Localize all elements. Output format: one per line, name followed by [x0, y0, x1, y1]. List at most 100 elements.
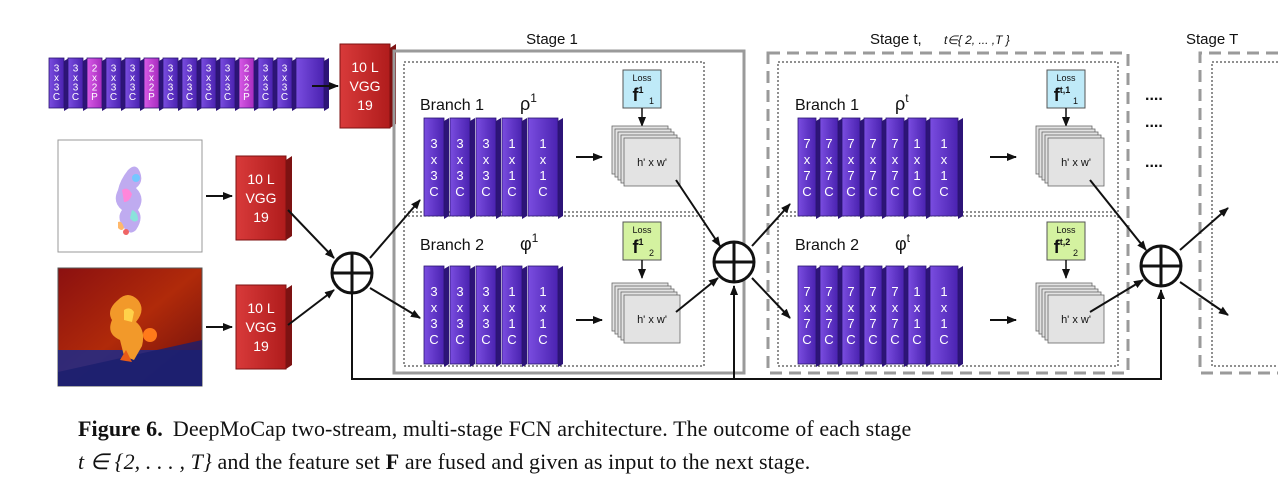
staget-output-1: h' x w' [1035, 125, 1105, 187]
stage1-branch1-layer-3-char: 1 [508, 168, 515, 183]
input-layer-1-char: x [73, 73, 78, 84]
vgg-box-reflector-text: VGG [245, 190, 276, 206]
stage1-branch2-layer-0-char: x [431, 300, 438, 315]
stage1-branch2-label: Branch 2 [420, 237, 484, 254]
input-layer-9-char: 3 [225, 83, 231, 94]
staget-branch2-layer-1-char: x [826, 300, 833, 315]
stage-t-container: Stage t, t∈{ 2, ... ,T } [766, 31, 1130, 375]
input-layer-0-char: 3 [54, 83, 60, 94]
stage1-branch1-layer-4-char: 1 [539, 136, 546, 151]
stage1-branch1-layer-3-char: C [507, 184, 516, 199]
stage1-branch2-layer-4-char: 1 [539, 316, 546, 331]
svg-text:2: 2 [649, 248, 654, 258]
stage1-branch2-layer-2-char: 3 [482, 284, 489, 299]
input-layer-0-char: C [53, 92, 60, 103]
staget-branch2-layer-5-char: 1 [913, 316, 920, 331]
input-layer-5-char: 2 [149, 83, 155, 94]
staget-branch2-layer-3-char: C [868, 332, 877, 347]
input-layer-11-char: 3 [263, 64, 269, 75]
staget-branch2-layer-4-char: 7 [891, 284, 898, 299]
staget-branch1-label: Branch 1 [795, 97, 859, 114]
stage-T-title: Stage T [1186, 31, 1238, 48]
vgg-box-depth-text: VGG [245, 319, 276, 335]
stage1-branch2-layer-2-char: 3 [482, 316, 489, 331]
stage1-branch1-layer-3-char: x [509, 152, 516, 167]
staget-branch2-layer-3-char: x [870, 300, 877, 315]
stage1-branch2-layer-3-char: 1 [508, 316, 515, 331]
connection-arrows [206, 82, 1229, 380]
stage1-branch1-layer-1-char: 3 [456, 136, 463, 151]
staget-branch2-layer-0-char: 7 [803, 316, 810, 331]
caption-text-2b: are fused and given as input to the next… [404, 449, 811, 474]
stage1-branch1-layer-2-char: x [483, 152, 490, 167]
output-maps: h' x w'h' x w'h' x w'h' x w' [611, 125, 1105, 344]
staget-branch1-layer-2-char: 7 [847, 136, 854, 151]
input-layer-11-char: C [262, 92, 269, 103]
stage1-branch2-layer-1-char: x [457, 300, 464, 315]
input-layer-1-char: 3 [73, 64, 79, 75]
stage-1-title: Stage 1 [526, 31, 578, 48]
branch-layer-stacks: 3x3C3x3C3x3C1x1C1x1C3x3C3x3C3x3C1x1C1x1C… [423, 117, 963, 367]
vgg-box-top-text: 19 [357, 97, 373, 113]
staget-branch2-layer-0-char: C [802, 332, 811, 347]
stage1-branch1-layer-2-char: 3 [482, 136, 489, 151]
stage1-branch2-layer-3-char: x [509, 300, 516, 315]
input-layer-stack: 3x3C3x3C2x2P3x3C3x3C2x2P3x3C3x3C3x3C3x3C… [48, 57, 329, 111]
input-layer-11-char: x [263, 73, 268, 84]
staget-branch1-layer-5-char: C [912, 184, 921, 199]
input-layer-7-char: x [187, 73, 192, 84]
staget-branch2-label: Branch 2 [795, 237, 859, 254]
staget-branch2-layer-2-char: x [848, 300, 855, 315]
stage1-branch1-layer-1-char: x [457, 152, 464, 167]
stage1-branch1-layer-1-char: C [455, 184, 464, 199]
input-layer-10-char: 2 [244, 83, 250, 94]
ellipsis-3: .... [1145, 154, 1163, 171]
input-layer-0-char: x [54, 73, 59, 84]
staget-branch2-layer-4-char: 7 [891, 316, 898, 331]
stage1-loss-f2-title: Loss [632, 225, 652, 235]
svg-text:1: 1 [1073, 96, 1078, 106]
stage1-branch2-layer-0-char: 3 [430, 284, 437, 299]
stage1-branch2-layer-4-char: x [540, 300, 547, 315]
vgg-box-depth-text: 10 L [247, 300, 274, 316]
staget-branch2-layer-6-char: C [939, 332, 948, 347]
stage1-branch2-layer-1-char: C [455, 332, 464, 347]
input-layer-4-char: 3 [130, 83, 136, 94]
staget-branch1-layer-0-char: C [802, 184, 811, 199]
staget-branch1-layer-5-char: 1 [913, 168, 920, 183]
staget-branch1-layer-4-char: x [892, 152, 899, 167]
input-layer-13 [295, 57, 329, 111]
staget-branch1-layer-2-char: x [848, 152, 855, 167]
staget-loss-f2-title: Loss [1056, 225, 1076, 235]
input-layer-1-char: C [72, 92, 79, 103]
staget-branch1-layer-2-char: 7 [847, 168, 854, 183]
input-layer-12-char: 3 [282, 64, 288, 75]
stage1-branch1-label: Branch 1 [420, 97, 484, 114]
stage1-output-1: h' x w' [611, 125, 681, 187]
caption-text-1: DeepMoCap two-stream, multi-stage FCN ar… [172, 416, 912, 441]
stage1-branch2-layer-4-char: 1 [539, 284, 546, 299]
staget-phi-label: φt [895, 231, 911, 254]
staget-branch2-layer-1-char: 7 [825, 316, 832, 331]
staget-branch1-layer-0-char: 7 [803, 168, 810, 183]
